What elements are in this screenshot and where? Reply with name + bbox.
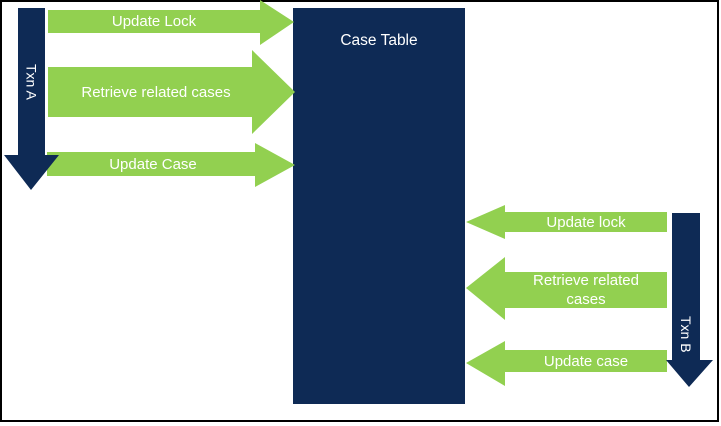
- txn-b-arrow: Txn B: [666, 213, 713, 387]
- txn-a-label: Txn A: [23, 63, 40, 100]
- arrow-update-lock-b-label: Update lock: [546, 213, 626, 231]
- arrow-update-case-b: Update case: [466, 341, 667, 386]
- arrow-retrieve-related-cases-a: Retrieve related cases: [48, 50, 295, 134]
- arrow-retrieve-related-cases-b: Retrieve related cases: [466, 257, 667, 320]
- arrow-update-case-b-label: Update case: [543, 352, 629, 370]
- arrow-retrieve-related-cases-b-label: Retrieve related cases: [533, 272, 639, 308]
- arrow-retrieve-related-cases-a-label: Retrieve related cases: [81, 83, 231, 101]
- arrow-update-lock-a-label: Update Lock: [111, 13, 197, 30]
- arrow-update-case-a: Update Case: [47, 143, 295, 187]
- arrow-update-lock-a: Update Lock: [48, 0, 294, 45]
- arrow-update-case-a-label: Update Case: [109, 155, 197, 173]
- txn-b-label: Txn B: [678, 315, 694, 353]
- arrow-update-lock-b: Update lock: [466, 205, 667, 239]
- case-table-label: Case Table: [340, 32, 418, 49]
- case-table-box: Case Table: [293, 8, 465, 404]
